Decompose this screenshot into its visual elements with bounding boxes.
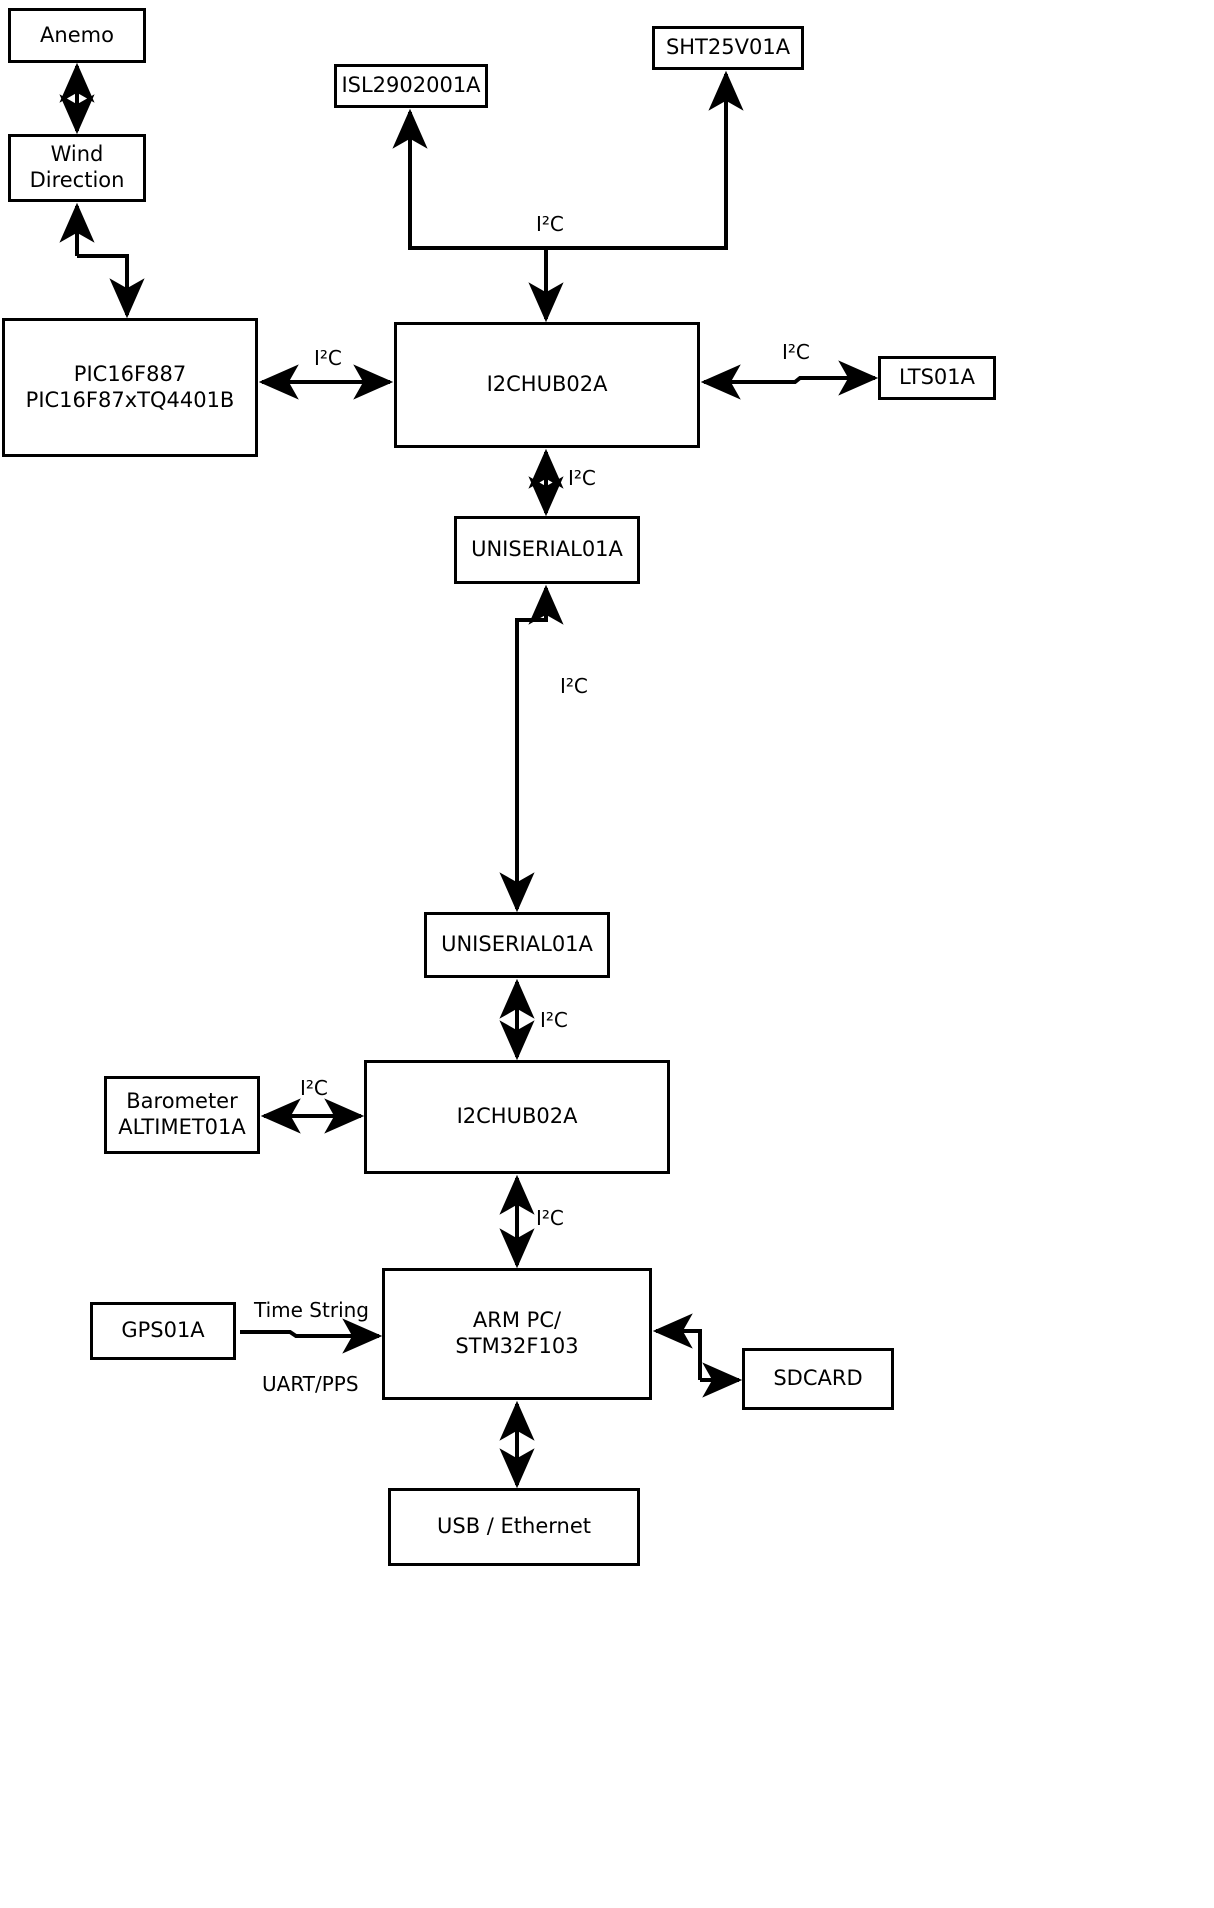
node-barometer[interactable]: Barometer ALTIMET01A [104, 1076, 260, 1154]
node-arm-pc-label: ARM PC/ STM32F103 [455, 1308, 579, 1358]
node-usb-ethernet-label: USB / Ethernet [437, 1514, 591, 1539]
node-i2chub02a-bottom-label: I2CHUB02A [456, 1104, 578, 1129]
node-sdcard-label: SDCARD [773, 1366, 863, 1391]
node-gps01a-label: GPS01A [121, 1318, 205, 1343]
node-sdcard[interactable]: SDCARD [742, 1348, 894, 1410]
node-i2chub02a-top[interactable]: I2CHUB02A [394, 322, 700, 448]
node-pic-mcu[interactable]: PIC16F887 PIC16F87xTQ4401B [2, 318, 258, 457]
node-wind-direction-label: Wind Direction [29, 142, 125, 192]
edge-label-i2c-hub-uniserial: I²C [568, 466, 596, 490]
node-lts01a-label: LTS01A [898, 365, 976, 390]
node-sht25v01a[interactable]: SHT25V01A [652, 26, 804, 70]
node-uniserial01a-bottom[interactable]: UNISERIAL01A [424, 912, 610, 978]
node-i2chub02a-bottom[interactable]: I2CHUB02A [364, 1060, 670, 1174]
node-arm-pc[interactable]: ARM PC/ STM32F103 [382, 1268, 652, 1400]
node-barometer-label: Barometer ALTIMET01A [118, 1089, 246, 1139]
node-anemo[interactable]: Anemo [8, 8, 146, 63]
wire-bus-to-sht [546, 70, 744, 250]
edge-label-i2c-uniserial-hub: I²C [540, 1008, 568, 1032]
wire-gps-arm [240, 1318, 383, 1354]
node-i2chub02a-top-label: I2CHUB02A [486, 372, 608, 397]
wire-arm-sdcard-in [652, 1313, 702, 1380]
edge-label-i2c-top-bus: I²C [536, 212, 564, 236]
node-usb-ethernet[interactable]: USB / Ethernet [388, 1488, 640, 1566]
node-uniserial01a-bottom-label: UNISERIAL01A [441, 932, 593, 957]
wire-pic-wind-elbow [77, 254, 145, 319]
node-isl2902001a-label: ISL2902001A [341, 73, 481, 98]
wire-hubtop-lts [700, 360, 879, 400]
edge-label-i2c-pic-hub: I²C [314, 346, 342, 370]
node-gps01a[interactable]: GPS01A [90, 1302, 236, 1360]
node-anemo-label: Anemo [40, 22, 114, 47]
edge-label-i2c-hub-arm: I²C [536, 1206, 564, 1230]
edge-label-time-string: Time String [254, 1298, 369, 1322]
node-uniserial01a-top-label: UNISERIAL01A [471, 537, 623, 562]
node-isl2902001a[interactable]: ISL2902001A [334, 64, 488, 108]
edge-label-i2c-hub-lts: I²C [782, 340, 810, 364]
edge-label-i2c-barometer-hub: I²C [300, 1076, 328, 1100]
node-lts01a[interactable]: LTS01A [878, 356, 996, 400]
node-pic-mcu-label: PIC16F887 PIC16F87xTQ4401B [25, 361, 235, 412]
node-wind-direction[interactable]: Wind Direction [8, 134, 146, 202]
edge-label-i2c-uniserial-uniserial: I²C [560, 674, 588, 698]
node-sht25v01a-label: SHT25V01A [665, 35, 791, 60]
wire-bus-to-isl [392, 108, 546, 250]
wire-unitop-unibot-up [515, 584, 564, 745]
edge-label-uart-pps: UART/PPS [262, 1372, 359, 1396]
node-uniserial01a-top[interactable]: UNISERIAL01A [454, 516, 640, 584]
